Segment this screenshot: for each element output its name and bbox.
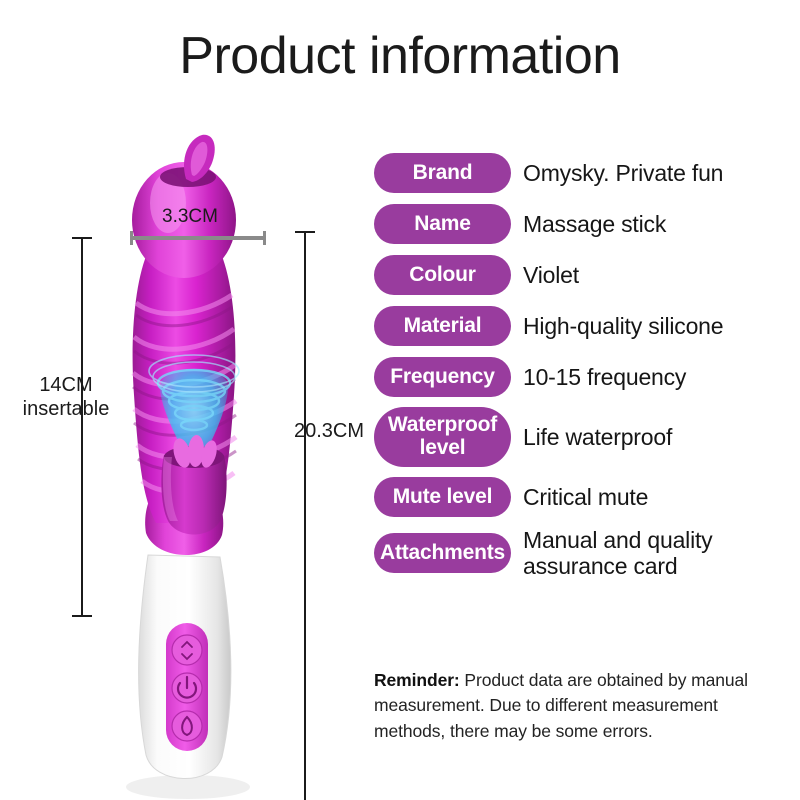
spec-value: Manual and quality assurance card (523, 527, 713, 580)
width-dimension-label: 3.3CM (162, 206, 218, 227)
product-button-vibration (171, 634, 203, 666)
width-dimension-line (130, 231, 266, 245)
spec-label-pill: Waterproof level (374, 407, 511, 467)
spec-row: Brand Omysky. Private fun (374, 152, 794, 194)
spec-row: Name Massage stick (374, 203, 794, 245)
spec-label-pill: Material (374, 306, 511, 346)
page-title: Product information (179, 27, 621, 85)
spec-row: Frequency 10-15 frequency (374, 356, 794, 398)
total-length-dimension-label: 20.3CM (294, 420, 365, 442)
spec-value: Omysky. Private fun (523, 159, 724, 186)
insertable-dimension-label: 14CM insertable (2, 373, 130, 422)
product-shadow (126, 775, 250, 799)
spec-label-pill: Attachments (374, 533, 511, 574)
reminder-note: Reminder: Product data are obtained by m… (374, 668, 774, 744)
cup-tongue-petals (173, 435, 217, 468)
cyan-suction-swirl (148, 354, 240, 471)
spec-value: Life waterproof (523, 423, 673, 450)
reminder-text: Product data are obtained by manual meas… (374, 670, 748, 741)
spec-value: Violet (523, 261, 579, 288)
spec-label-pill: Brand (374, 153, 511, 193)
spec-row: Waterproof level Life waterproof (374, 407, 794, 467)
spec-label-pill: Colour (374, 255, 511, 295)
tongue-cup-attachment (161, 455, 227, 535)
spec-label-pill: Name (374, 204, 511, 244)
spec-row: Material High-quality silicone (374, 305, 794, 347)
product-button-heat (171, 710, 203, 742)
spec-value: Critical mute (523, 483, 649, 510)
product-figure: 3.3CM 14CM insertable 20.3CM (23, 105, 370, 800)
spec-row: Mute level Critical mute (374, 476, 794, 518)
product-illustration (126, 134, 250, 799)
spec-row: Attachments Manual and quality assurance … (374, 527, 794, 579)
spec-label-pill: Mute level (374, 477, 511, 517)
reminder-label: Reminder: (374, 670, 460, 690)
spec-label-pill: Frequency (374, 357, 511, 397)
spec-value: High-quality silicone (523, 312, 724, 339)
insertable-dimension-line (72, 237, 92, 617)
total-length-dimension-line (295, 231, 315, 800)
spec-value: 10-15 frequency (523, 363, 687, 390)
product-button-power (171, 672, 203, 704)
insertable-caption: insertable (22, 398, 110, 421)
spec-value: Massage stick (523, 210, 667, 237)
insertable-value: 14CM (39, 374, 93, 396)
spec-row: Colour Violet (374, 254, 794, 296)
